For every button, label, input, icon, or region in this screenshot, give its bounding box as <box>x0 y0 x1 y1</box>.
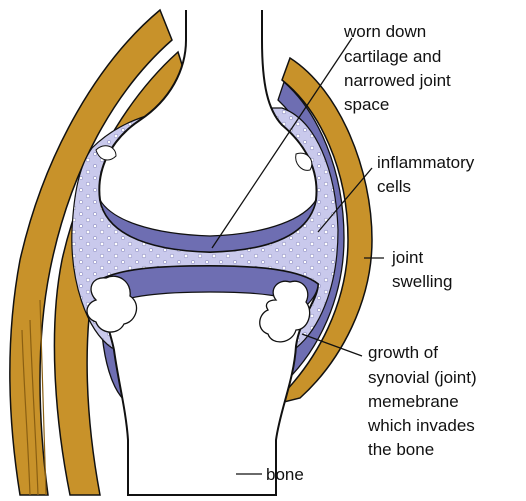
label-cartilage-line-2: cartilage and <box>344 47 441 66</box>
label-swelling-line-1: joint <box>391 248 423 267</box>
label-synovial-line-2: synovial (joint) <box>368 368 477 387</box>
label-synovial-line-5: the bone <box>368 440 434 459</box>
label-swelling: joint swelling <box>391 248 452 291</box>
label-synovial-line-1: growth of <box>368 343 438 362</box>
label-inflammatory: inflammatory cells <box>377 153 479 196</box>
label-synovial-line-4: which invades <box>367 416 475 435</box>
label-cartilage: worn down cartilage and narrowed joint s… <box>343 22 456 114</box>
label-inflammatory-line-1: inflammatory <box>377 153 475 172</box>
label-swelling-line-2: swelling <box>392 272 452 291</box>
label-cartilage-line-1: worn down <box>343 22 426 41</box>
label-synovial-line-3: memebrane <box>368 392 459 411</box>
label-bone: bone <box>266 465 304 484</box>
label-cartilage-line-4: space <box>344 95 389 114</box>
label-inflammatory-line-2: cells <box>377 177 411 196</box>
label-synovial: growth of synovial (joint) memebrane whi… <box>367 343 481 459</box>
label-bone-line-1: bone <box>266 465 304 484</box>
label-cartilage-line-3: narrowed joint <box>344 71 451 90</box>
